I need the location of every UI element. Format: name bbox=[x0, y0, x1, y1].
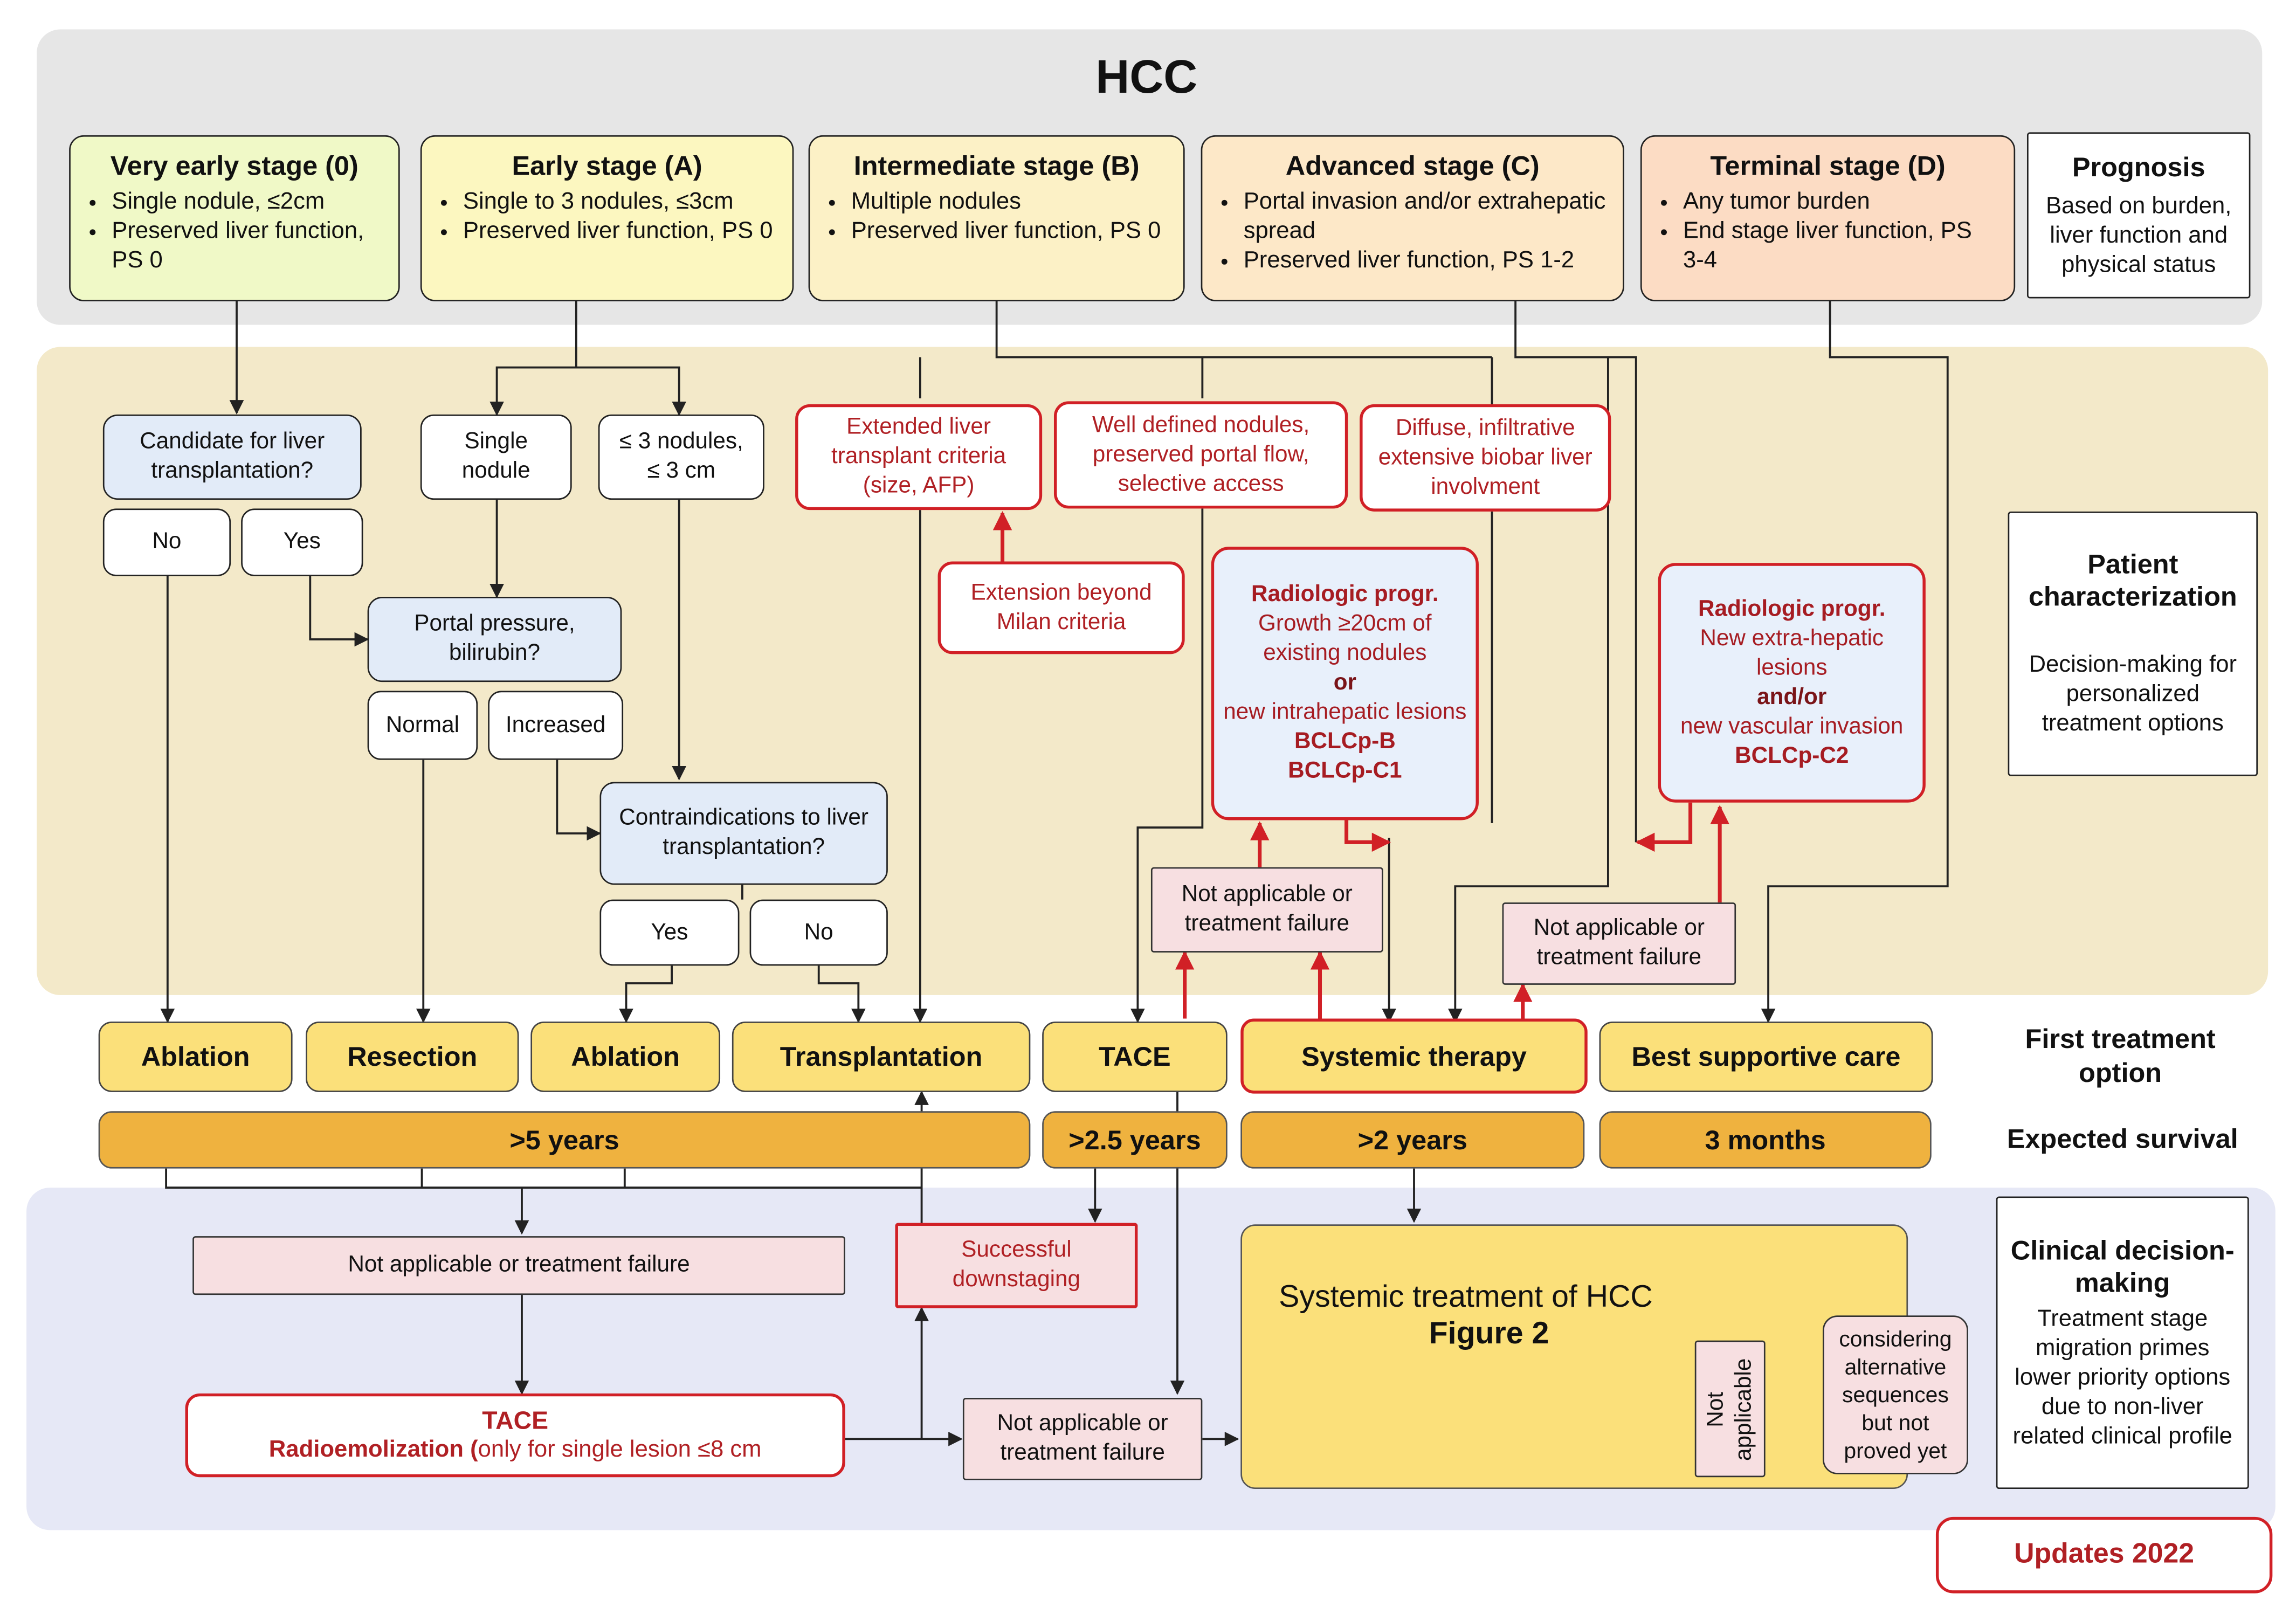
patient-characterization-title: Patient characterization bbox=[2028, 548, 2237, 612]
stage-title: Advanced stage (C) bbox=[1285, 150, 1540, 181]
not-applicable-treatment-failure: Not applicable or treatment failure bbox=[192, 1236, 845, 1295]
prognosis-title: Prognosis bbox=[2072, 150, 2205, 182]
stage-bullet: Multiple nodules bbox=[851, 188, 1169, 218]
single-nodule: Single nodule bbox=[420, 414, 572, 500]
stage-terminal: Terminal stage (D) Any tumor burdenEnd s… bbox=[1640, 135, 2016, 301]
diffuse-involvement: Diffuse, infiltrative extensive biobar l… bbox=[1360, 404, 1611, 512]
survival-2-5-years: >2.5 years bbox=[1042, 1111, 1228, 1169]
systemic-treatment-title: Systemic treatment of HCC bbox=[1279, 1280, 1653, 1314]
not-applicable-text: Not applicable bbox=[1704, 1357, 1757, 1460]
radprog-title: Radiologic progr. bbox=[1251, 582, 1439, 608]
portal-pressure-question: Portal pressure, bilirubin? bbox=[367, 596, 622, 682]
clinical-decision-text: Treatment stage migration primes lower p… bbox=[2012, 1306, 2232, 1449]
answer-no: No bbox=[102, 508, 231, 576]
stage-bullet: Preserved liver function, PS 0 bbox=[851, 218, 1169, 247]
stage-very-early: Very early stage (0) Single nodule, ≤2cm… bbox=[69, 135, 400, 301]
prognosis-text: Based on burden, liver function and phys… bbox=[2045, 193, 2232, 277]
stage-bullet: Preserved liver function, PS 0 bbox=[112, 218, 383, 277]
updates-badge: Updates 2022 bbox=[1935, 1516, 2273, 1594]
not-applicable-treatment-failure: Not applicable or treatment failure bbox=[962, 1397, 1203, 1480]
treatment-tace: TACE bbox=[1042, 1021, 1228, 1092]
stage-title: Terminal stage (D) bbox=[1710, 150, 1946, 181]
patient-characterization-text: Decision-making for personalized treatme… bbox=[2029, 652, 2237, 737]
radiologic-progression-b-c1: Radiologic progr. Growth ≥20cm of existi… bbox=[1211, 547, 1479, 820]
treatment-best-supportive-care: Best supportive care bbox=[1599, 1021, 1933, 1092]
radprog-line: New extra-hepatic lesions bbox=[1700, 625, 1884, 680]
radprog-andor: and/or bbox=[1757, 684, 1827, 709]
expected-survival-label: Expected survival bbox=[2007, 1123, 2238, 1154]
extension-beyond-milan: Extension beyond Milan criteria bbox=[937, 561, 1185, 654]
stage-bullet: Preserved liver function, PS 1-2 bbox=[1244, 247, 1608, 277]
three-nodules: ≤ 3 nodules, ≤ 3 cm bbox=[598, 414, 764, 500]
stage-advanced: Advanced stage (C) Portal invasion and/o… bbox=[1201, 135, 1624, 301]
systemic-treatment-panel bbox=[1240, 1224, 1908, 1489]
survival-2-years: >2 years bbox=[1240, 1111, 1585, 1169]
prognosis-box: Prognosis Based on burden, liver functio… bbox=[2026, 132, 2251, 299]
clinical-decision-box: Clinical decision-making Treatment stage… bbox=[1996, 1196, 2249, 1489]
bclcp-b: BCLCp-B bbox=[1294, 729, 1396, 754]
answer-normal: Normal bbox=[367, 691, 478, 760]
contraindications-question: Contraindications to liver transplantati… bbox=[599, 782, 888, 885]
figure-2-reference: Figure 2 bbox=[1429, 1317, 1549, 1351]
successful-downstaging: Successful downstaging bbox=[895, 1223, 1138, 1308]
candidate-transplant-question: Candidate for liver transplantation? bbox=[102, 414, 362, 500]
stage-bullet: Single to 3 nodules, ≤3cm bbox=[463, 188, 777, 218]
radprog-title: Radiologic progr. bbox=[1698, 596, 1886, 621]
bclcp-c1: BCLCp-C1 bbox=[1288, 758, 1402, 784]
well-defined-nodules: Well defined nodules, preserved portal f… bbox=[1053, 401, 1348, 509]
stage-bullet: End stage liver function, PS 3-4 bbox=[1683, 218, 1999, 277]
bclcp-c2: BCLCp-C2 bbox=[1735, 743, 1849, 768]
answer-yes-2: Yes bbox=[599, 899, 740, 966]
radprog-line: new vascular invasion bbox=[1680, 713, 1904, 739]
stage-title: Early stage (A) bbox=[512, 150, 702, 181]
stage-bullet: Single nodule, ≤2cm bbox=[112, 188, 383, 218]
treatment-ablation: Ablation bbox=[530, 1021, 721, 1092]
radioembolization-label: Radioemolization ( bbox=[268, 1437, 478, 1462]
not-applicable-vertical: Not applicable bbox=[1694, 1340, 1766, 1478]
clinical-decision-title: Clinical decision-making bbox=[2010, 1233, 2235, 1298]
radprog-line: new intrahepatic lesions bbox=[1223, 699, 1467, 725]
survival-3-months: 3 months bbox=[1599, 1111, 1932, 1169]
stage-title: Very early stage (0) bbox=[110, 150, 358, 181]
radioembolization-detail: only for single lesion ≤8 cm bbox=[478, 1437, 762, 1462]
treatment-resection: Resection bbox=[306, 1021, 519, 1092]
stage-bullet: Portal invasion and/or extrahepatic spre… bbox=[1244, 188, 1608, 247]
stage-early: Early stage (A) Single to 3 nodules, ≤3c… bbox=[420, 135, 794, 301]
patient-characterization-box: Patient characterization Decision-making… bbox=[2008, 511, 2258, 776]
stage-bullet: Any tumor burden bbox=[1683, 188, 1999, 218]
treatment-systemic-therapy: Systemic therapy bbox=[1240, 1018, 1588, 1094]
answer-yes: Yes bbox=[241, 508, 363, 576]
diagram-title: HCC bbox=[1095, 50, 1198, 103]
answer-increased: Increased bbox=[488, 691, 624, 760]
stage-title: Intermediate stage (B) bbox=[853, 150, 1140, 181]
radprog-or: or bbox=[1333, 670, 1356, 695]
answer-no-2: No bbox=[749, 899, 888, 966]
radioembolization-line: Radioemolization (only for single lesion… bbox=[269, 1436, 762, 1465]
treatment-transplantation: Transplantation bbox=[732, 1021, 1031, 1092]
extended-transplant-criteria: Extended liver transplant criteria (size… bbox=[795, 404, 1043, 511]
first-treatment-label: First treatment option bbox=[2025, 1023, 2216, 1088]
treatment-ablation: Ablation bbox=[98, 1021, 293, 1092]
stage-intermediate: Intermediate stage (B) Multiple nodulesP… bbox=[808, 135, 1185, 301]
survival-5-years: >5 years bbox=[98, 1111, 1031, 1169]
radprog-line: Growth ≥20cm of existing nodules bbox=[1258, 611, 1432, 666]
radiologic-progression-c2: Radiologic progr. New extra-hepatic lesi… bbox=[1658, 563, 1926, 803]
considering-alternative-sequences: considering alternative sequences but no… bbox=[1822, 1315, 1968, 1474]
stage-bullet: Preserved liver function, PS 0 bbox=[463, 218, 777, 247]
not-applicable-treatment-failure: Not applicable or treatment failure bbox=[1502, 902, 1736, 985]
tace-radioembolization-box: TACE Radioemolization (only for single l… bbox=[185, 1393, 845, 1478]
tace-label: TACE bbox=[482, 1405, 549, 1434]
not-applicable-treatment-failure: Not applicable or treatment failure bbox=[1150, 867, 1383, 953]
